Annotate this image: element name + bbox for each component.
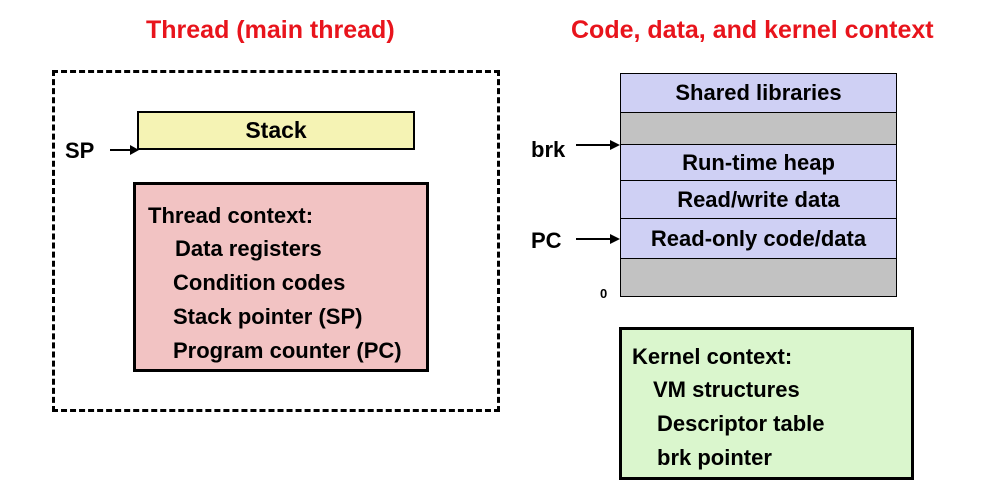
thread-context-title: Thread context: [148, 203, 314, 228]
thread-context-item: Program counter (PC) [173, 338, 402, 363]
pc-arrow-icon [576, 234, 620, 244]
kernel-context-box: Kernel context: VM structures Descriptor… [619, 327, 914, 480]
brk-label: brk [531, 137, 566, 162]
segment-gap [621, 113, 896, 145]
thread-context-box: Thread context: Data registers Condition… [133, 182, 429, 372]
segment-runtime-heap: Run-time heap [621, 145, 896, 181]
segment-gap [621, 259, 896, 296]
kernel-context-item: Descriptor table [657, 411, 825, 436]
address-zero-label: 0 [600, 286, 608, 301]
thread-boundary [52, 70, 500, 412]
brk-arrow-icon [576, 140, 620, 150]
kernel-context-title: Kernel context: [632, 344, 793, 369]
memory-map: Shared libraries Run-time heap Read/writ… [620, 73, 897, 297]
thread-context-item: Stack pointer (SP) [173, 304, 363, 329]
segment-shared-libraries: Shared libraries [621, 74, 896, 113]
kernel-context-item: VM structures [653, 377, 800, 402]
thread-context-item: Condition codes [173, 270, 346, 295]
pc-label: PC [531, 228, 562, 253]
kernel-context-item: brk pointer [657, 445, 772, 470]
sp-arrow-icon [110, 145, 139, 155]
segment-read-write-data: Read/write data [621, 181, 896, 219]
thread-title: Thread (main thread) [146, 16, 395, 44]
thread-context-item: Data registers [175, 236, 322, 261]
address-space-title: Code, data, and kernel context [571, 16, 934, 44]
segment-read-only-code: Read-only code/data [621, 219, 896, 259]
sp-label: SP [65, 138, 95, 163]
stack-box: Stack [137, 111, 415, 150]
